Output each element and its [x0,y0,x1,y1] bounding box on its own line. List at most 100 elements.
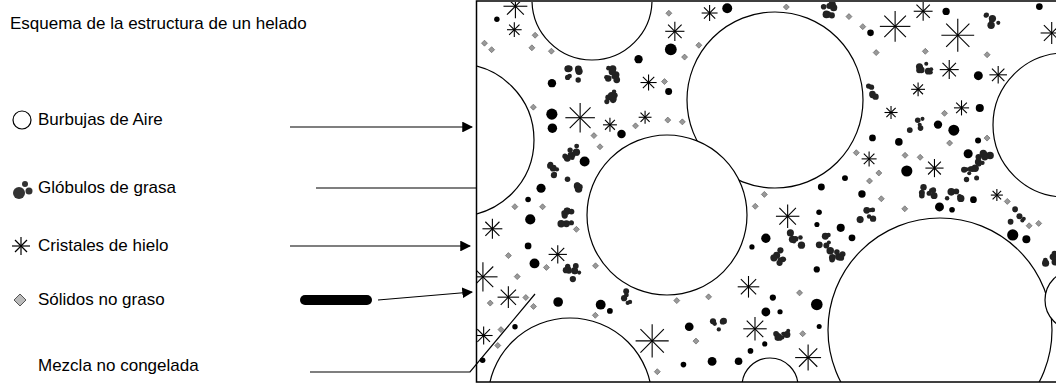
fat-particle [934,120,942,128]
fat-particle [580,156,590,166]
fat-particle [762,341,767,346]
air-bubble [477,64,534,216]
fat-particle [867,30,874,37]
fat-particle [525,214,535,224]
fat-particle [708,357,717,366]
solid-particle [752,203,758,209]
cluster-particle [857,207,877,223]
fat-particle [685,322,694,331]
fat-particle [842,175,848,181]
ice-particle [911,82,925,96]
solid-particle [917,154,923,160]
fat-particle [761,234,770,243]
cluster-particle [565,177,583,193]
cluster-particle [562,144,580,162]
ice-particle [477,327,493,345]
leader-line [316,187,494,188]
air-bubble [532,2,652,60]
solid-particle [783,4,789,10]
leader-line [378,292,472,300]
solid-particle [487,300,493,306]
ice-particle [641,74,657,90]
air-bubble [828,218,1052,382]
fat-particle [722,3,732,13]
solid-particle [984,135,990,141]
legend-text: Cristales de hielo [38,235,168,257]
solid-particle [514,274,520,280]
fat-particle [1022,235,1030,243]
fat-particle [818,184,825,191]
fat-particle [858,190,865,197]
solid-particle [800,331,806,337]
solid-particle [682,54,688,60]
ice-particle [702,5,718,21]
solid-particle [523,295,529,301]
fat-particle [975,138,981,144]
ice-particle [940,60,959,79]
fat-particle [553,297,563,307]
fat-particle [974,71,983,80]
fat-particle [849,234,856,241]
cluster-particle [821,2,837,18]
solid-particle [922,48,928,54]
ice-sample [12,237,30,255]
cluster-particle [564,65,582,82]
solid-particle [591,133,597,139]
solid-particle [878,196,884,202]
solid-particle [873,50,879,56]
solid-particle [592,312,598,318]
ice-particle [941,19,974,52]
legend-text: Sólidos no graso [38,289,165,311]
fat-particle [536,184,545,193]
cluster-particle [1008,206,1026,224]
ice-particle [603,118,617,132]
solid-particle [679,119,685,125]
cluster-particle [710,318,727,332]
solid-particle [902,206,908,212]
solid-particle [573,226,579,232]
solid-particle [674,298,680,304]
cluster-particle [866,83,879,99]
callout-label: Mezcla no congelada [38,355,199,377]
leader-line [290,126,472,127]
ice-particle [954,100,969,115]
fat-particle [749,244,754,249]
solid-particle [633,123,639,129]
ice-particle [565,103,595,133]
air-bubble [587,135,747,295]
solid-particle [597,144,603,150]
fat-particle [634,55,642,63]
fat-particle [761,308,770,317]
ice-particle [880,11,911,42]
ice-particle [503,2,527,18]
ice-particle [482,219,502,239]
cluster-particle [984,13,1001,29]
fat-particle [1036,3,1043,10]
solid-particle [495,342,501,348]
ice-particle [795,345,821,371]
fat-particle [976,104,984,112]
cluster-particle [770,247,786,266]
cluster-particle [916,62,933,75]
ice-particle [477,262,498,291]
solid-particle [1026,223,1032,229]
solid-particle [481,40,487,46]
ice-particle [862,151,877,166]
ice-particle [989,66,1007,84]
cluster-particle [1042,251,1056,267]
fat-particle [681,362,687,368]
fat-particle [735,358,743,366]
ice-particle [738,276,760,298]
fat-particle [869,135,876,142]
solid-particle [665,117,671,123]
solid-particle [593,263,599,269]
solid-particle [529,45,535,51]
leader-line [290,245,470,246]
fat-particle [1007,229,1018,240]
solid-particle [530,303,536,309]
solid-particle [947,140,953,146]
ice-particle [636,324,669,357]
legend-samples [12,111,372,306]
cluster-particle [604,90,617,105]
